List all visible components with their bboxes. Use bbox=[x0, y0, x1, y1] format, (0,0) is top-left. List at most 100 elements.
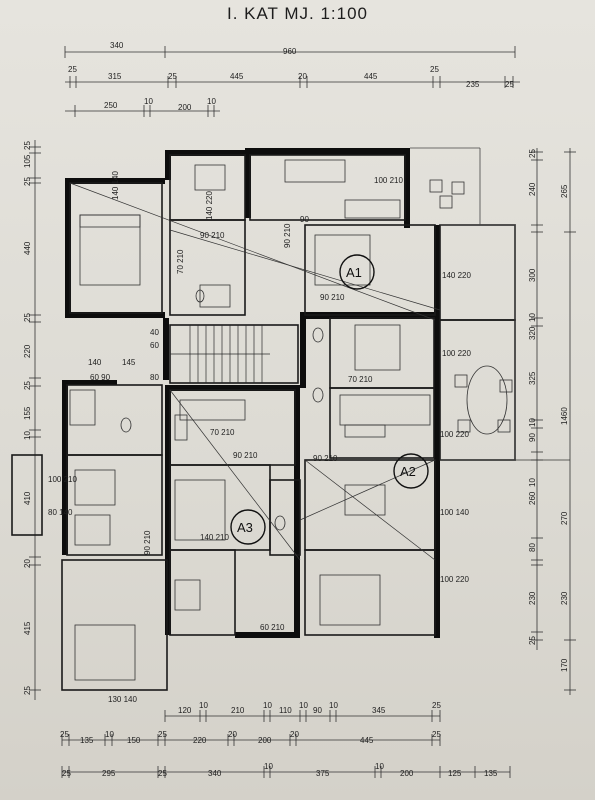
dim-top-10b: 10 bbox=[207, 97, 216, 106]
top-dimension-labels: 340 960 25 315 25 445 20 445 25 235 25 2… bbox=[68, 41, 514, 112]
staircase bbox=[170, 325, 270, 383]
dim-top-445a: 445 bbox=[230, 72, 244, 81]
dim-top-960: 960 bbox=[283, 47, 297, 56]
balcony-outlines bbox=[410, 147, 516, 461]
dim-left-155: 155 bbox=[23, 406, 32, 420]
left-dimension-labels: 25 105 25 440 25 220 25 155 10 410 20 41… bbox=[23, 141, 32, 695]
dim-right-90: 90 bbox=[528, 433, 537, 442]
dim-left-20: 20 bbox=[23, 559, 32, 568]
dim-top-200: 200 bbox=[178, 103, 192, 112]
left-dimensions bbox=[29, 140, 41, 700]
dim-bot-25b: 25 bbox=[60, 730, 69, 739]
dim-right-230b: 230 bbox=[560, 591, 569, 605]
opening-label: 90 210 bbox=[200, 231, 225, 240]
dim-top-445b: 445 bbox=[364, 72, 378, 81]
dim-bot-25f: 25 bbox=[158, 769, 167, 778]
dim-top-250: 250 bbox=[104, 101, 118, 110]
dim-bot-25d: 25 bbox=[432, 730, 441, 739]
opening-label: 90 210 bbox=[283, 223, 292, 248]
dim-top-340: 340 bbox=[110, 41, 124, 50]
dim-right-170: 170 bbox=[560, 658, 569, 672]
dim-bot-445: 445 bbox=[360, 736, 374, 745]
dim-left-25d: 25 bbox=[23, 381, 32, 390]
dim-top-25c: 25 bbox=[430, 65, 439, 74]
opening-label: 80 140 bbox=[48, 508, 73, 517]
dim-bot-20a: 20 bbox=[228, 730, 237, 739]
dim-right-300: 300 bbox=[528, 268, 537, 282]
dim-bot-10b: 10 bbox=[263, 701, 272, 710]
opening-label: 100 220 bbox=[442, 349, 471, 358]
unit-label-a1: A1 bbox=[346, 265, 362, 280]
dim-right-270: 270 bbox=[560, 511, 569, 525]
opening-label: 100 220 bbox=[440, 575, 469, 584]
misc-labels: 40 60 145 140 80 90 bbox=[88, 215, 309, 382]
opening-label: 60 210 bbox=[260, 623, 285, 632]
opening-label: 140 220 bbox=[442, 271, 471, 280]
opening-label: 60 90 bbox=[90, 373, 111, 382]
opening-label: 90 210 bbox=[320, 293, 345, 302]
opening-label: 100 210 bbox=[374, 176, 403, 185]
unit-markers: A1 A2 A3 bbox=[230, 254, 429, 545]
dim-left-10: 10 bbox=[23, 431, 32, 440]
dim-left-440: 440 bbox=[23, 241, 32, 255]
bottom-dimension-labels: 120 10 210 10 110 10 90 10 345 25 25 135… bbox=[60, 701, 498, 778]
opening-label: 90 210 bbox=[143, 530, 152, 555]
dim-bot-200b: 200 bbox=[400, 769, 414, 778]
dim-right-325: 325 bbox=[528, 371, 537, 385]
dim-right-25b: 25 bbox=[528, 636, 537, 645]
misc-label: 80 bbox=[150, 373, 159, 382]
opening-labels: 140 140 100 210 140 220 90 210 70 210 90… bbox=[48, 171, 471, 704]
opening-label: 100 220 bbox=[440, 430, 469, 439]
dim-right-10c: 10 bbox=[528, 478, 537, 487]
dim-bot-375: 375 bbox=[316, 769, 330, 778]
dim-bot-150: 150 bbox=[127, 736, 141, 745]
dim-top-25b: 25 bbox=[168, 72, 177, 81]
dim-bot-10a: 10 bbox=[199, 701, 208, 710]
dim-left-220: 220 bbox=[23, 344, 32, 358]
dim-bot-10c: 10 bbox=[299, 701, 308, 710]
unit-label-a3: A3 bbox=[237, 520, 253, 535]
opening-label: 140 140 bbox=[111, 171, 120, 200]
dim-left-25c: 25 bbox=[23, 313, 32, 322]
dim-right-25a: 25 bbox=[528, 149, 537, 158]
opening-label: 140 210 bbox=[200, 533, 229, 542]
dim-bot-125: 125 bbox=[448, 769, 462, 778]
dim-bot-135b: 135 bbox=[484, 769, 498, 778]
dim-left-410: 410 bbox=[23, 491, 32, 505]
dim-right-320: 320 bbox=[528, 326, 537, 340]
opening-label: 130 140 bbox=[108, 695, 137, 704]
dim-right-10a: 10 bbox=[528, 313, 537, 322]
furniture bbox=[69, 159, 513, 681]
opening-label: 70 210 bbox=[348, 375, 373, 384]
dim-right-10b: 10 bbox=[528, 418, 537, 427]
misc-label: 60 bbox=[150, 341, 159, 350]
drawing-title: I. KAT MJ. 1:100 bbox=[226, 4, 369, 23]
dim-bot-10e: 10 bbox=[105, 730, 114, 739]
dim-bot-10g: 10 bbox=[375, 762, 384, 771]
bottom-dimensions bbox=[61, 710, 511, 778]
dim-right-80: 80 bbox=[528, 543, 537, 552]
dim-left-415: 415 bbox=[23, 621, 32, 635]
opening-label: 70 210 bbox=[210, 428, 235, 437]
unit-label-a2: A2 bbox=[400, 464, 416, 479]
dim-top-25d: 25 bbox=[505, 80, 514, 89]
dim-bot-340: 340 bbox=[208, 769, 222, 778]
dim-bot-295: 295 bbox=[102, 769, 116, 778]
dim-top-315: 315 bbox=[108, 72, 122, 81]
dim-bot-25c: 25 bbox=[158, 730, 167, 739]
right-dimension-labels: 25 240 265 300 10 320 325 90 10 1460 260… bbox=[528, 149, 569, 672]
dim-right-230a: 230 bbox=[528, 591, 537, 605]
misc-label: 90 bbox=[300, 215, 309, 224]
misc-label: 40 bbox=[150, 328, 159, 337]
dim-left-25e: 25 bbox=[23, 686, 32, 695]
opening-label: 70 210 bbox=[176, 249, 185, 274]
misc-label: 140 bbox=[88, 358, 102, 367]
dim-top-20: 20 bbox=[298, 72, 307, 81]
dim-bot-10d: 10 bbox=[329, 701, 338, 710]
dim-right-240: 240 bbox=[528, 182, 537, 196]
opening-label: 100 210 bbox=[48, 475, 77, 484]
exterior-walls bbox=[62, 148, 440, 638]
top-dimensions bbox=[64, 46, 520, 117]
section-lines bbox=[69, 182, 441, 561]
